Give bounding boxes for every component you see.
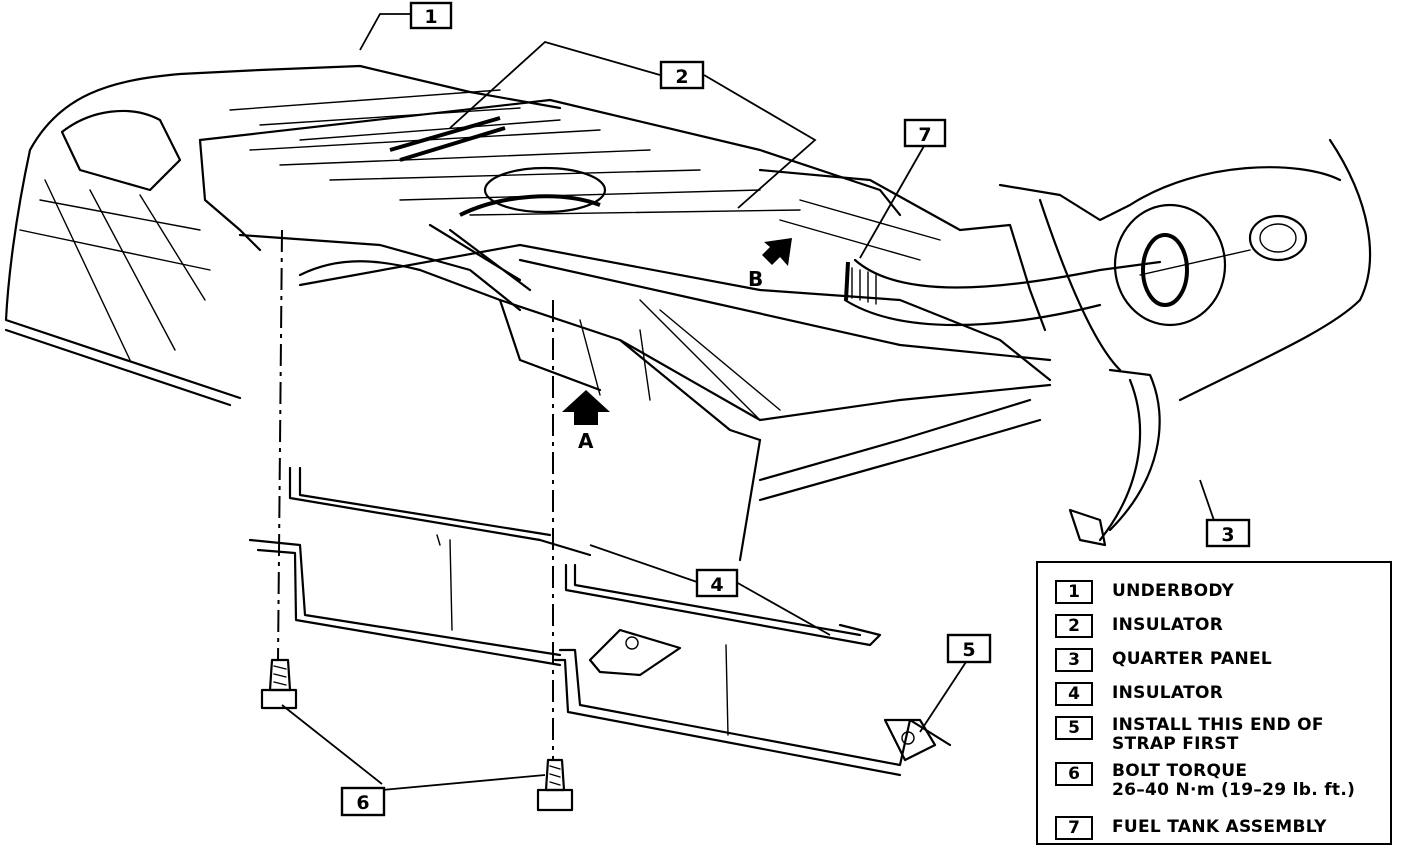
callout-7: 7 xyxy=(903,118,947,148)
leader-lines xyxy=(281,13,1219,791)
view-arrow-b: B xyxy=(748,238,792,291)
legend-item-label: INSULATOR xyxy=(1112,683,1224,703)
view-label-b: B xyxy=(748,267,763,291)
underbody-illustration xyxy=(4,64,1052,562)
legend-item-number: 2 xyxy=(1055,614,1093,638)
svg-text:4: 4 xyxy=(710,574,723,596)
straps-illustration xyxy=(248,466,952,777)
legend-item-number: 5 xyxy=(1055,716,1093,740)
svg-text:6: 6 xyxy=(356,792,369,814)
callout-5: 5 xyxy=(946,633,992,664)
legend-item-number: 3 xyxy=(1055,648,1093,672)
legend-item-label: QUARTER PANEL xyxy=(1112,649,1273,669)
view-label-a: A xyxy=(578,429,594,453)
legend-item-label: INSULATOR xyxy=(1112,615,1224,635)
alignment-lines xyxy=(277,229,554,760)
svg-text:7: 7 xyxy=(918,124,931,146)
callout-1: 1 xyxy=(409,1,453,30)
filler-neck-illustration xyxy=(843,258,1162,327)
legend-item-label: BOLT TORQUE 26–40 N·m (19–29 lb. ft.) xyxy=(1112,761,1356,800)
legend-item-number: 6 xyxy=(1055,762,1093,786)
legend-item-label: UNDERBODY xyxy=(1112,581,1235,601)
legend-item-number: 7 xyxy=(1055,816,1093,840)
callout-3: 3 xyxy=(1205,518,1251,548)
legend-item-number: 1 xyxy=(1055,580,1093,604)
quarter-panel-illustration xyxy=(998,138,1372,547)
svg-text:2: 2 xyxy=(675,66,688,88)
legend-item-number: 4 xyxy=(1055,682,1093,706)
callout-2: 2 xyxy=(659,60,705,90)
svg-text:5: 5 xyxy=(962,639,975,661)
callout-6: 6 xyxy=(340,786,386,817)
bolts-illustration xyxy=(260,658,574,812)
view-arrow-a: A xyxy=(562,390,610,453)
svg-text:3: 3 xyxy=(1221,524,1234,546)
parts-legend: 1 UNDERBODY 2 INSULATOR 3 QUARTER PANEL … xyxy=(1036,561,1392,845)
legend-item-label: FUEL TANK ASSEMBLY xyxy=(1112,817,1327,837)
svg-text:1: 1 xyxy=(424,6,437,28)
legend-item-label: INSTALL THIS END OF STRAP FIRST xyxy=(1112,715,1324,754)
callout-4: 4 xyxy=(695,568,739,598)
